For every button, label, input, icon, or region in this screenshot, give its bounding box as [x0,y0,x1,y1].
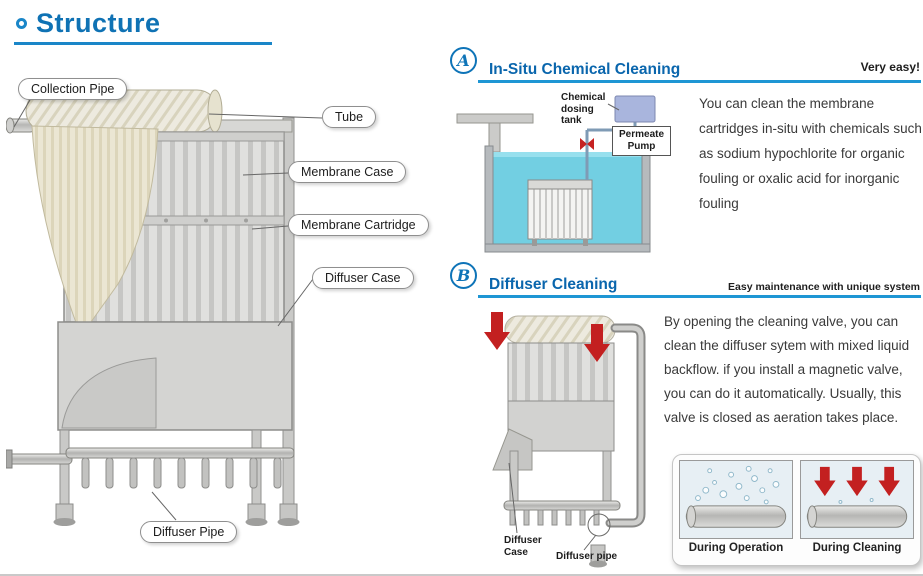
diffuser-pipe-label: Diffuser pipe [556,551,618,562]
red-arrow-icon [584,324,610,362]
pipe-drawing [806,505,908,528]
submerged-membrane-unit-drawing [527,179,593,246]
during-cleaning-caption: During Cleaning [812,542,902,554]
unit-feet [53,503,300,526]
chemical-cleaning-diagram [456,95,656,253]
diffuser-pipe-drawing [6,447,295,489]
section-b-tagline: Easy maintenance with unique system [728,281,920,293]
title-underline [14,42,272,45]
red-arrow-icon [878,466,900,497]
callout-membrane-cartridge: Membrane Cartridge [288,214,429,236]
during-cleaning-image [800,460,914,539]
membrane-unit-illustration [6,89,300,526]
permeate-piping-drawing [580,95,656,180]
dosing-tank-drawing [614,95,656,123]
section-a-underline [478,80,921,83]
section-b-body: By opening the cleaning valve, you can c… [664,314,910,425]
diffuser-case-label: Diffuser Case [504,535,542,558]
cleaning-pipe-drawing [605,323,646,528]
section-b-badge: B [450,262,477,289]
during-operation-caption: During Operation [688,542,784,554]
valve-highlight-circle [587,513,611,537]
callout-diffuser-pipe: Diffuser Pipe [140,521,238,543]
section-a-badge: A [450,47,477,74]
red-arrow-icon [846,466,868,497]
callout-tube: Tube [322,106,377,128]
section-a-tagline: Very easy! [860,60,920,74]
small-unit-drawing [492,315,616,504]
chemical-dosing-tank-label: Chemical dosing tank [561,92,606,126]
pipe-drawing [685,505,787,528]
during-cleaning-thumb: During Cleaning [799,460,915,560]
callout-diffuser-case: Diffuser Case [312,267,414,289]
diffuser-cleaning-diagram [484,312,646,568]
permeate-pump-label: Permeate Pump [612,126,672,156]
diffuser-case-drawing [57,321,293,431]
callout-collection-pipe: Collection Pipe [18,78,128,100]
section-a-title: In-Situ Chemical Cleaning [489,61,681,78]
section-b-underline [478,295,921,298]
during-operation-image [679,460,793,539]
page-title: Structure [36,8,161,38]
callout-membrane-case: Membrane Case [288,161,407,183]
valve-icon [580,138,594,150]
page-header: Structure [16,8,161,39]
cleaning-comparison-panel: During Operation During Cleaning [672,454,921,566]
section-b-title: Diffuser Cleaning [489,276,618,293]
red-arrow-icon [484,312,510,350]
during-operation-thumb: During Operation [678,460,794,560]
backflow-arrows [484,312,610,362]
red-arrow-icon [814,466,836,497]
structure-bullet-icon [16,18,27,29]
section-a-body: You can clean the membrane cartridges in… [699,96,922,211]
small-diffuser-pipe-drawing [503,500,621,537]
stand-drawing [456,113,534,153]
